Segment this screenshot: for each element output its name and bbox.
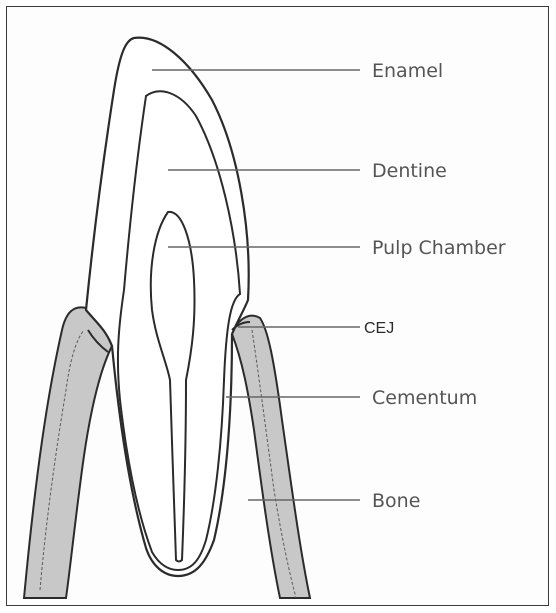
label-cementum: Cementum [372,387,477,409]
label-dentine: Dentine [372,160,447,182]
label-bone: Bone [372,490,420,512]
left-bone [24,307,112,598]
label-cej: CEJ [364,320,394,337]
label-pulp-chamber: Pulp Chamber [372,237,506,259]
label-enamel: Enamel [372,60,443,82]
right-bone [232,316,310,598]
